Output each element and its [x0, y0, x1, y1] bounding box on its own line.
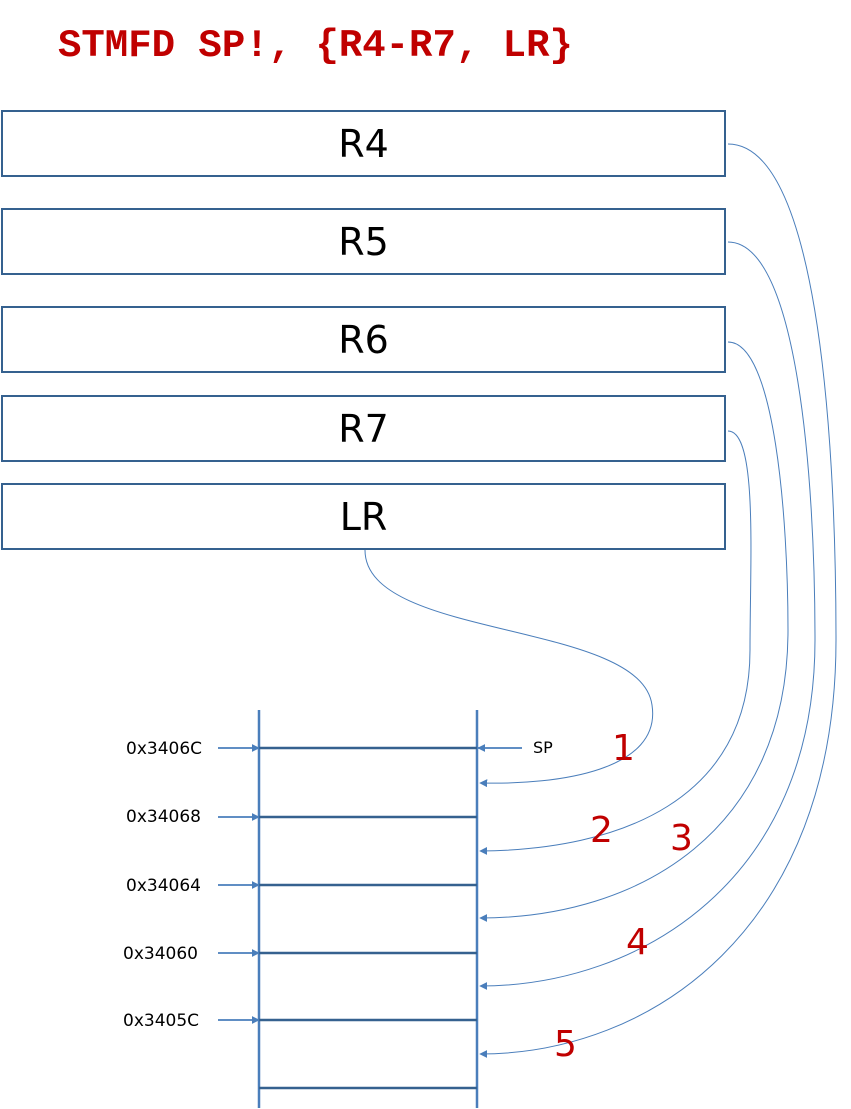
push-arrow-r5	[479, 241, 816, 990]
push-arrow-lr	[364, 549, 654, 788]
address-label: 0x3405C	[123, 1011, 199, 1031]
address-label: 0x34060	[123, 944, 198, 964]
push-order-4: 4	[626, 922, 649, 963]
push-arrow-r4	[479, 143, 837, 1058]
push-order-2: 2	[590, 810, 613, 851]
instruction-title: STMFD SP!, {R4-R7, LR}	[58, 24, 573, 68]
push-order-1: 1	[612, 728, 635, 769]
register-box-r4: R4	[1, 110, 726, 177]
push-arrow-r7	[479, 430, 752, 855]
address-label: 0x34064	[126, 876, 201, 896]
push-order-3: 3	[670, 818, 693, 859]
address-label: 0x3406C	[126, 739, 202, 759]
address-label: 0x34068	[126, 807, 201, 827]
sp-label: SP	[533, 738, 553, 757]
register-box-r7: R7	[1, 395, 726, 462]
register-box-r6: R6	[1, 306, 726, 373]
register-box-lr: LR	[1, 483, 726, 550]
register-box-r5: R5	[1, 208, 726, 275]
push-arrow-r6	[479, 341, 789, 922]
push-order-5: 5	[554, 1024, 577, 1065]
